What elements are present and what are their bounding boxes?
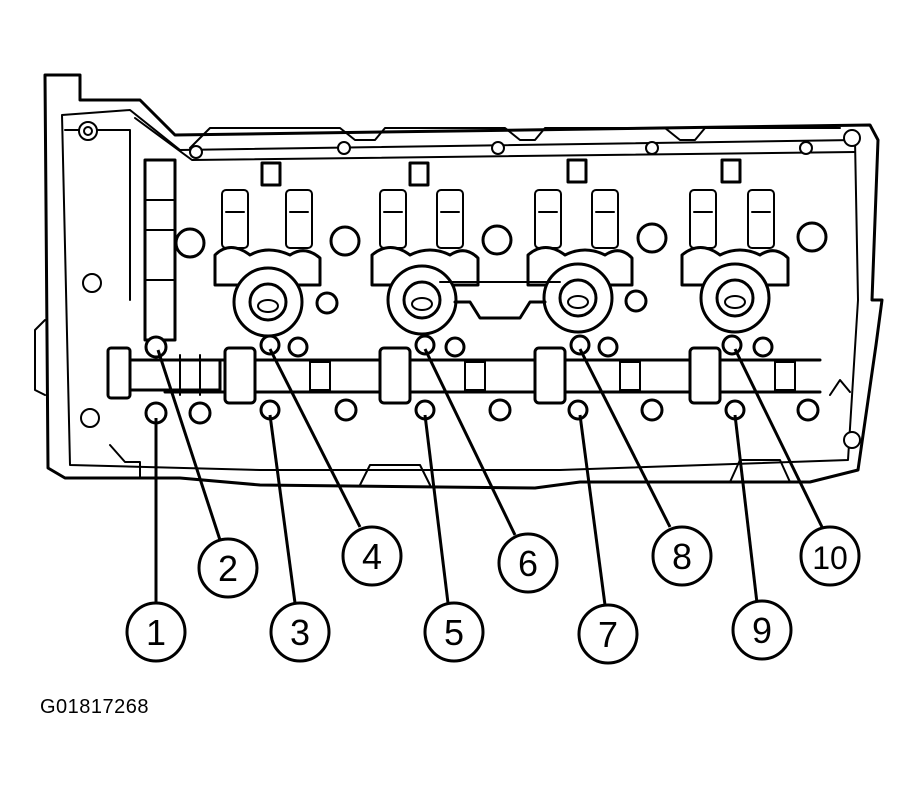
callout-2-label: 2 xyxy=(218,548,238,589)
cam-bolts-upper xyxy=(144,334,774,359)
callout-8-label: 8 xyxy=(672,536,692,577)
callout-4: 4 xyxy=(341,525,403,587)
leader-lines xyxy=(154,348,824,606)
leader-8 xyxy=(578,348,672,528)
callout-9-label: 9 xyxy=(752,610,772,651)
leader-10 xyxy=(733,348,824,528)
figure-id: G01817268 xyxy=(40,696,150,718)
leader-2 xyxy=(156,349,222,541)
camshaft xyxy=(163,346,822,405)
cylinder-group-1 xyxy=(174,161,361,338)
callout-10-label: 10 xyxy=(812,540,848,576)
leader-3 xyxy=(268,414,297,604)
callout-5-label: 5 xyxy=(444,612,464,653)
callout-10: 10 xyxy=(799,525,861,587)
camshaft-left-end xyxy=(106,158,222,400)
leader-6 xyxy=(423,348,517,536)
leader-7 xyxy=(578,414,607,606)
top-rail xyxy=(189,127,841,159)
callout-7: 7 xyxy=(577,603,639,665)
callout-6-label: 6 xyxy=(518,543,538,584)
callout-9: 9 xyxy=(731,599,793,661)
callout-7-label: 7 xyxy=(598,614,618,655)
callout-5: 5 xyxy=(423,601,485,663)
centre-bridge xyxy=(315,281,648,320)
callouts: 1 2 3 4 5 6 7 8 xyxy=(125,525,861,665)
leader-5 xyxy=(423,414,450,604)
leader-9 xyxy=(733,414,759,604)
callout-2: 2 xyxy=(197,537,259,599)
cylinder-group-4 xyxy=(680,158,828,334)
callout-8: 8 xyxy=(651,525,713,587)
cam-bolts-lower xyxy=(144,398,820,425)
cylinder-group-2 xyxy=(370,161,513,336)
callout-4-label: 4 xyxy=(362,536,382,577)
callout-1-label: 1 xyxy=(146,612,166,653)
callout-6: 6 xyxy=(497,532,559,594)
cylinder-head-housing xyxy=(34,73,884,490)
leader-4 xyxy=(268,348,362,528)
callout-3-label: 3 xyxy=(290,612,310,653)
callout-1: 1 xyxy=(125,601,187,663)
callout-3: 3 xyxy=(269,601,331,663)
cylinder-group-3 xyxy=(526,158,668,334)
